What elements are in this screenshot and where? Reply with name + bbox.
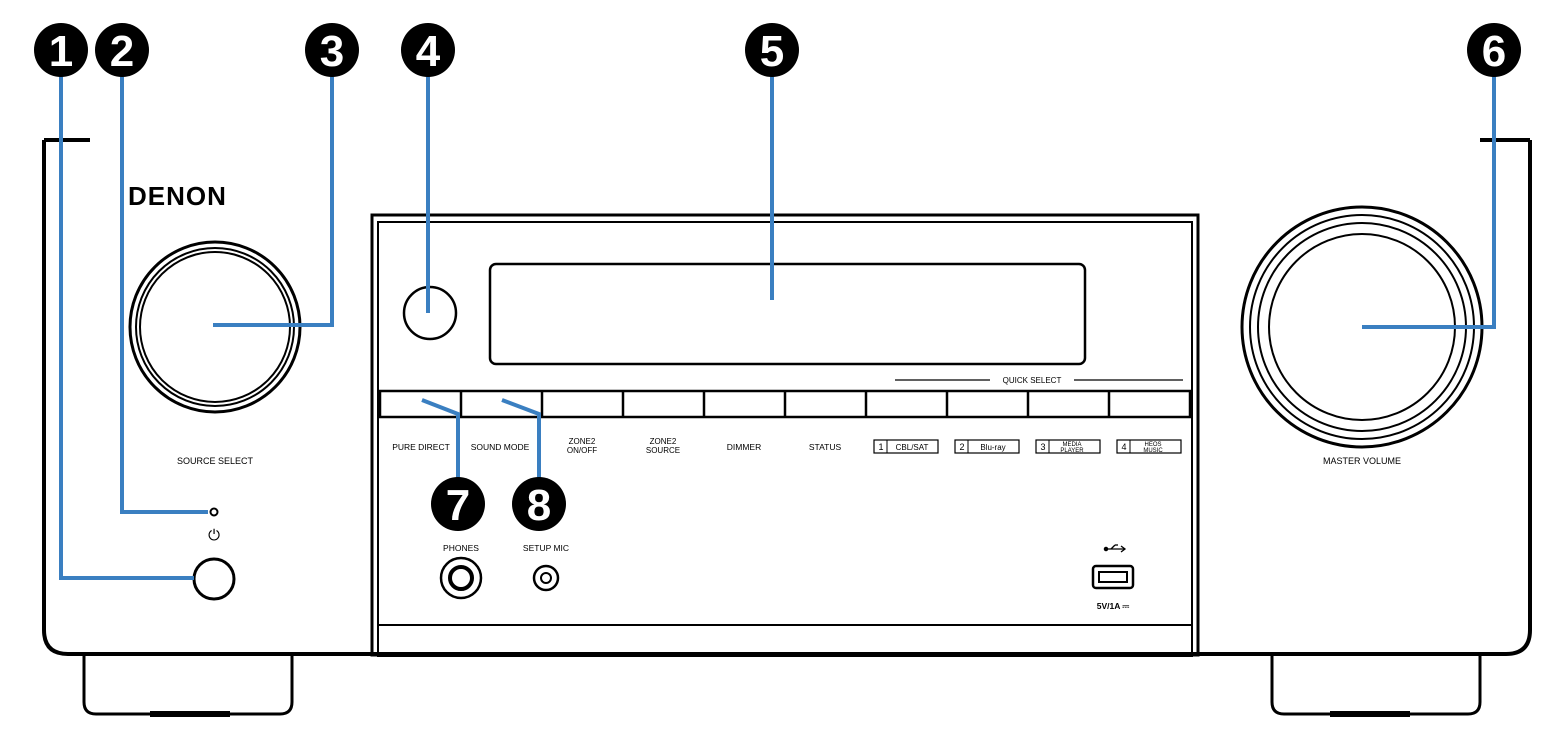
foot-left <box>82 654 294 717</box>
quick-select-4-label: 4 HEOS MUSIC <box>1116 439 1182 454</box>
quick-select-2-label: 2 Blu-ray <box>954 439 1020 454</box>
quick-select-4-button[interactable] <box>1110 392 1190 416</box>
button-dividers <box>459 391 1111 417</box>
power-indicator-led <box>209 507 219 517</box>
quick-select-3-button[interactable] <box>1029 392 1109 416</box>
callout-4: 4 <box>401 23 455 77</box>
quick-select-4-number: 4 <box>1121 442 1126 452</box>
callout-8-number: 8 <box>527 481 551 530</box>
foot-right <box>1270 654 1482 717</box>
leader-lines <box>59 72 1496 580</box>
leader-line-1 <box>59 72 194 580</box>
leader-line-8 <box>501 398 541 490</box>
callout-1-number: 1 <box>49 27 73 76</box>
quick-select-title: QUICK SELECT <box>1003 376 1062 385</box>
brand-logo: DENON <box>128 181 227 211</box>
callout-4-number: 4 <box>416 27 441 76</box>
callout-5: 5 <box>745 23 799 77</box>
zone2-source-label: ZONE2 <box>650 437 677 446</box>
phones-label: PHONES <box>443 543 479 553</box>
usb-port[interactable] <box>1091 564 1135 590</box>
quick-select-1-label: 1 CBL/SAT <box>873 439 939 454</box>
callout-6-number: 6 <box>1482 27 1506 76</box>
zone2-source-label: SOURCE <box>646 446 680 455</box>
master-volume-label: MASTER VOLUME <box>1323 456 1401 466</box>
callout-2-number: 2 <box>110 27 134 76</box>
callout-5-number: 5 <box>760 27 784 76</box>
quick-select-1-button[interactable] <box>867 392 947 416</box>
zone2-source-button[interactable] <box>624 392 704 416</box>
dimmer-button[interactable] <box>705 392 785 416</box>
status-button[interactable] <box>786 392 866 416</box>
callout-3: 3 <box>305 23 359 77</box>
quick-select-3-text: PLAYER <box>1060 448 1084 454</box>
callout-6: 6 <box>1467 23 1521 77</box>
source-select-label: SOURCE SELECT <box>177 456 254 466</box>
zone2-onoff-button[interactable] <box>543 392 623 416</box>
quick-select-1-text: CBL/SAT <box>896 443 929 452</box>
status-label: STATUS <box>809 442 842 452</box>
quick-select-1-number: 1 <box>878 442 883 452</box>
callout-7: 7 <box>431 477 485 531</box>
quick-select-3-text: MEDIA <box>1062 442 1081 448</box>
usb-rating-label: 5V/1A ⎓ <box>1097 601 1131 611</box>
quick-select-2-text: Blu-ray <box>980 443 1005 452</box>
center-panel <box>370 213 1200 657</box>
phones-jack[interactable] <box>439 556 483 600</box>
callout-1: 1 <box>34 23 88 77</box>
power-button[interactable] <box>192 557 236 601</box>
quick-select-4-text: MUSIC <box>1143 448 1163 454</box>
callout-2: 2 <box>95 23 149 77</box>
quick-select-4-text: HEOS <box>1144 442 1161 448</box>
sound-mode-label: SOUND MODE <box>471 442 530 452</box>
zone2-onoff-label: ON/OFF <box>567 446 597 455</box>
quick-select-2-button[interactable] <box>948 392 1028 416</box>
setup-mic-jack[interactable] <box>532 564 560 592</box>
display-window <box>488 262 1087 366</box>
quick-select-3-number: 3 <box>1040 442 1045 452</box>
leader-line-2 <box>120 72 208 514</box>
callout-7-number: 7 <box>446 481 470 530</box>
quick-select-3-label: 3 MEDIA PLAYER <box>1035 439 1101 454</box>
callout-3-number: 3 <box>320 27 344 76</box>
setup-mic-label: SETUP MIC <box>523 543 569 553</box>
usb-icon <box>1103 544 1127 553</box>
leader-line-7 <box>421 398 460 490</box>
zone2-onoff-label: ZONE2 <box>569 437 596 446</box>
leader-line-6 <box>1362 72 1496 329</box>
dimmer-label: DIMMER <box>727 442 761 452</box>
leader-line-3 <box>213 72 334 327</box>
quick-select-2-number: 2 <box>959 442 964 452</box>
power-icon: ⏻ <box>208 527 220 544</box>
callout-8: 8 <box>512 477 566 531</box>
pure-direct-label: PURE DIRECT <box>392 442 450 452</box>
